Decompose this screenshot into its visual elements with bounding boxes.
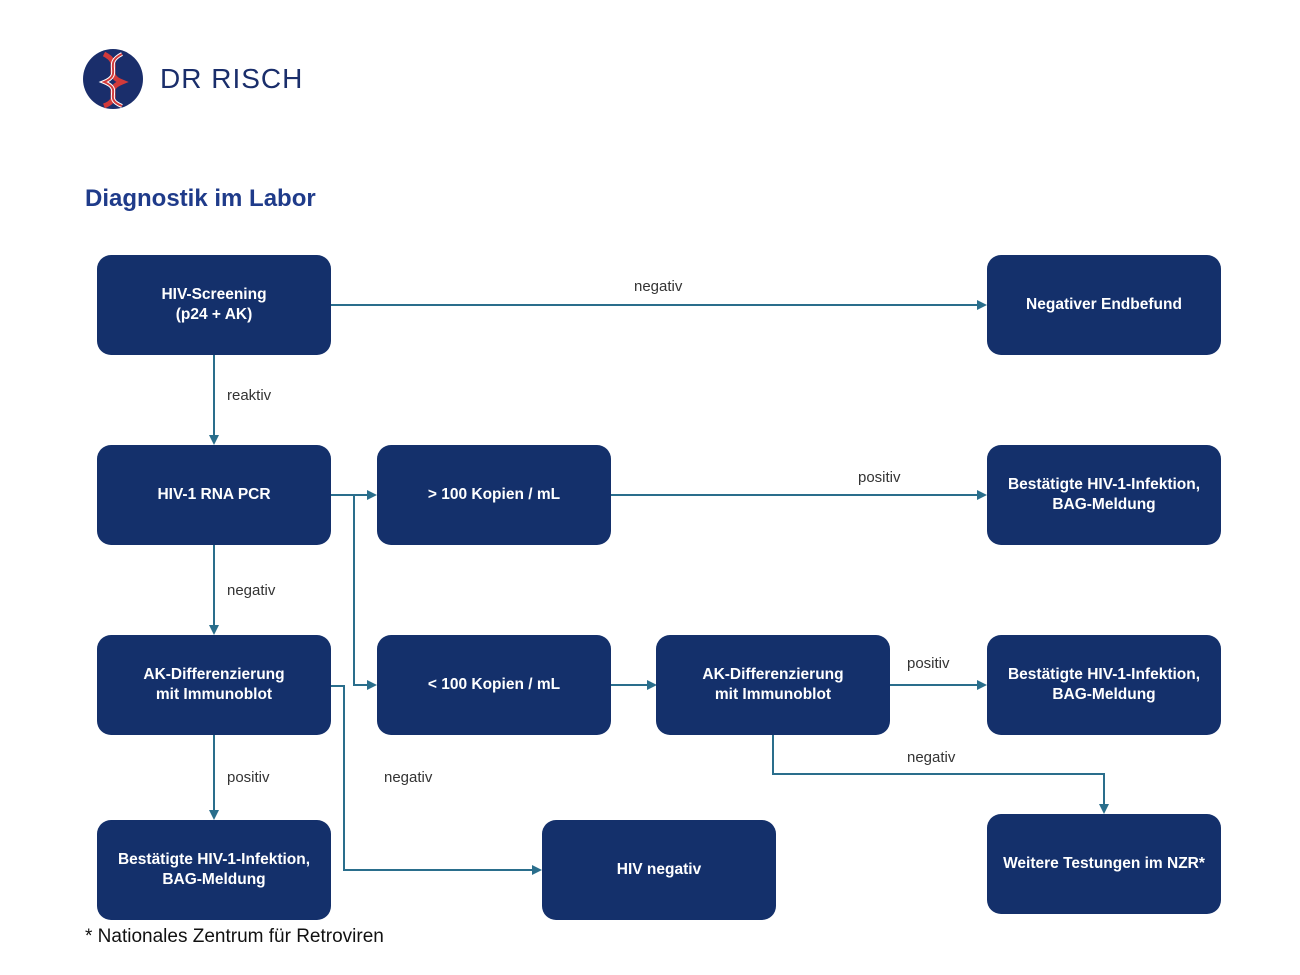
node-under-100-kopien: < 100 Kopien / mL [377, 635, 611, 735]
node-bestaetigte-infektion-1: Bestätigte HIV-1-Infektion, BAG-Meldung [987, 445, 1221, 545]
footnote: * Nationales Zentrum für Retroviren [85, 926, 384, 947]
arrow-akdiff2-to-nzr [772, 735, 1109, 814]
node-over-100-kopien: > 100 Kopien / mL [377, 445, 611, 545]
node-ak-differenzierung-1: AK-Differenzierung mit Immunoblot [97, 635, 331, 735]
node-weitere-testungen-nzr: Weitere Testungen im NZR* [987, 814, 1221, 914]
arrow-pcr-to-under100 [331, 494, 377, 690]
edge-label-screening-negativ: negativ [634, 278, 683, 295]
node-hiv-screening: HIV-Screening (p24 + AK) [97, 255, 331, 355]
edge-label-akdiff2-negativ: negativ [907, 749, 956, 766]
node-negativer-endbefund: Negativer Endbefund [987, 255, 1221, 355]
arrow-akdiff1-to-hivnegativ [331, 685, 542, 875]
edge-label-akdiff2-positiv: positiv [907, 655, 950, 672]
edge-label-pcr-negativ: negativ [227, 582, 276, 599]
node-hiv1-rna-pcr: HIV-1 RNA PCR [97, 445, 331, 545]
edge-label-akdiff1-negativ: negativ [384, 769, 433, 786]
dna-logo-icon [83, 49, 143, 109]
node-bestaetigte-infektion-2: Bestätigte HIV-1-Infektion, BAG-Meldung [987, 635, 1221, 735]
edge-label-screening-reaktiv: reaktiv [227, 387, 272, 404]
logo-wordmark: DR RISCH [160, 63, 304, 94]
edge-label-akdiff1-positiv: positiv [227, 769, 270, 786]
logo: DR RISCH [82, 48, 303, 110]
node-ak-differenzierung-2: AK-Differenzierung mit Immunoblot [656, 635, 890, 735]
edge-label-over100-positiv: positiv [858, 469, 901, 486]
node-bestaetigte-infektion-3: Bestätigte HIV-1-Infektion, BAG-Meldung [97, 820, 331, 920]
page-title: Diagnostik im Labor [85, 185, 316, 212]
node-hiv-negativ: HIV negativ [542, 820, 776, 920]
